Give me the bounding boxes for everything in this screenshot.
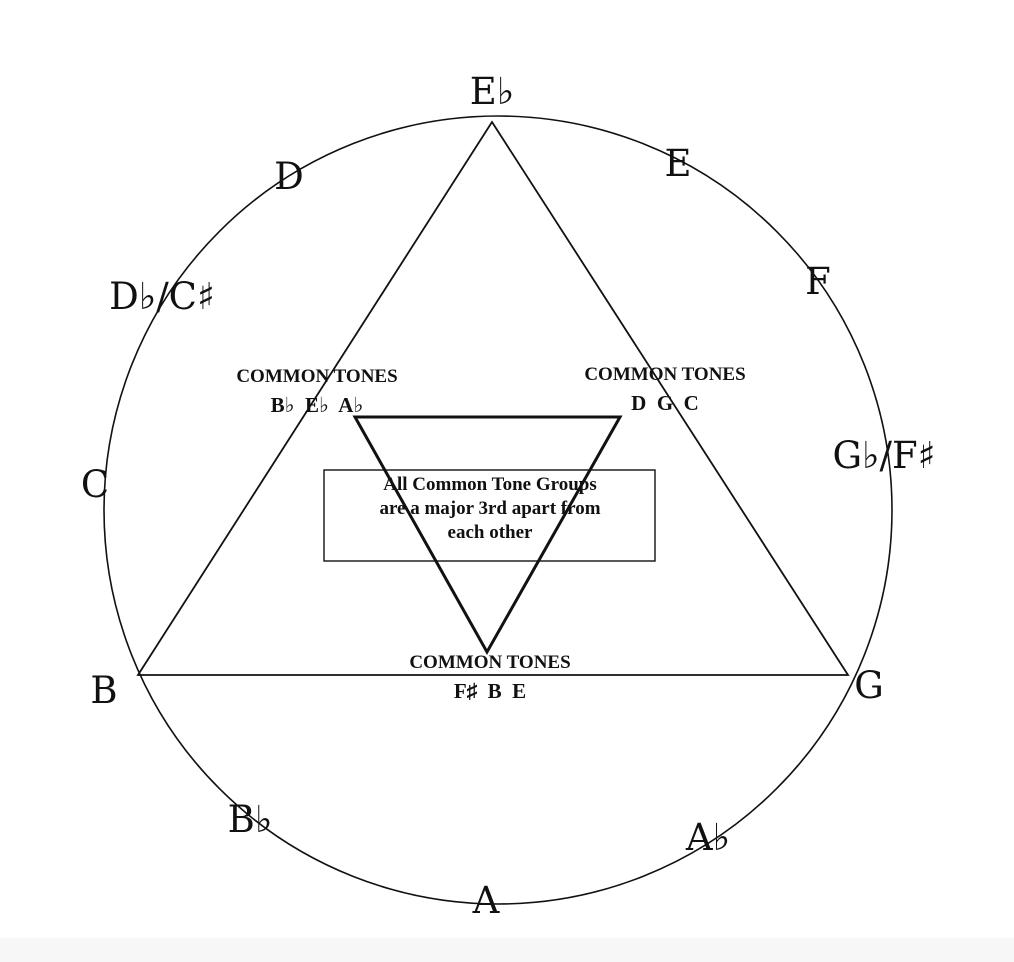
common-tones-bottom-title: COMMON TONES: [409, 652, 570, 673]
center-note-line-3: each other: [448, 522, 534, 543]
center-note-line-1: All Common Tone Groups: [383, 474, 596, 495]
common-tones-left-notes: B♭ E♭ A♭: [271, 393, 364, 417]
common-tones-bottom-notes: F♯ B E: [454, 679, 526, 703]
outer-triangle: [136, 120, 850, 676]
center-note-line-2: are a major 3rd apart from: [379, 498, 600, 519]
inner-triangle: [352, 415, 623, 656]
bottom-band: [0, 938, 1014, 962]
note-label-db-cs: D♭/C♯: [109, 275, 215, 318]
note-label-f: F: [805, 260, 831, 303]
note-label-b: B: [90, 669, 117, 712]
note-label-bb: B♭: [228, 798, 273, 841]
common-tones-left-title: COMMON TONES: [236, 366, 397, 387]
note-label-eb: E♭: [470, 70, 514, 113]
note-label-c: C: [81, 463, 109, 506]
note-label-gb-fs: G♭/F♯: [832, 434, 935, 477]
note-label-d: D: [274, 155, 304, 198]
common-tones-right-title: COMMON TONES: [584, 364, 745, 385]
note-label-a: A: [472, 879, 501, 922]
center-note-box: [323, 469, 656, 562]
note-label-e: E: [664, 142, 691, 185]
pitch-circle: [103, 115, 893, 905]
note-label-ab: A♭: [685, 816, 730, 859]
common-tones-right-notes: D G C: [631, 391, 699, 415]
note-label-g: G: [854, 664, 884, 707]
